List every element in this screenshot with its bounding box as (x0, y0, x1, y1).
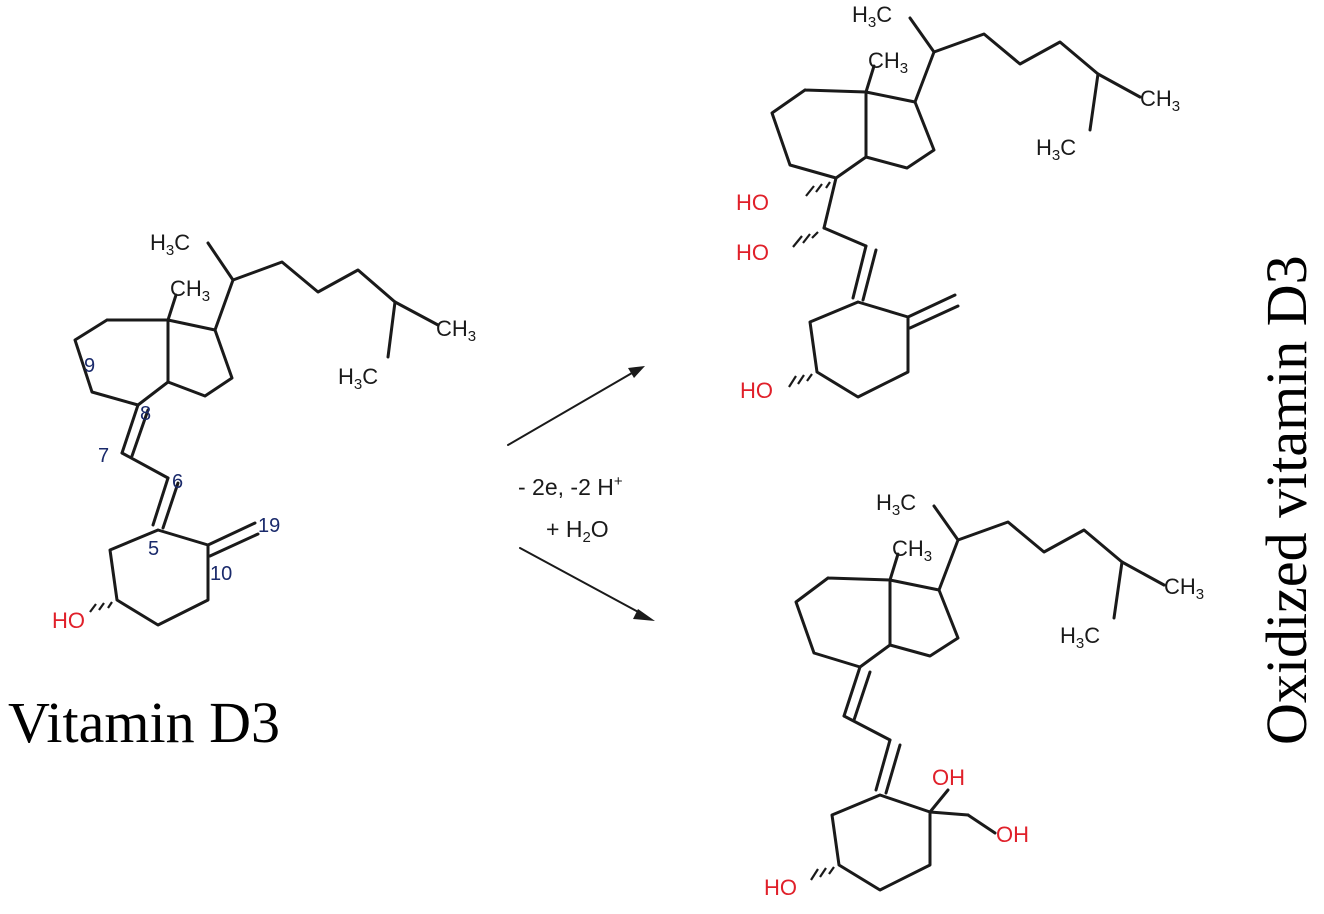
atom-number-6: 6 (172, 471, 183, 493)
ch3-angular-label: CH3 (868, 48, 908, 77)
h3c-bottom-label: H3C (338, 364, 378, 393)
conditions-line1: - 2e, -2 H+ (518, 473, 623, 500)
h3c-label: H3C (150, 230, 190, 259)
conditions-line2: + H2O (546, 516, 609, 546)
atom-number-10: 10 (210, 563, 232, 585)
oh-label-1: OH (932, 765, 965, 790)
reaction-arrows (507, 366, 655, 621)
atom-number-5: 5 (148, 538, 159, 560)
stereo-hash-bond (89, 601, 113, 613)
atom-number-19: 19 (258, 515, 280, 537)
ch3-label: CH3 (436, 316, 476, 345)
oxidized-vitamin-d3-caption: Oxidized vitamin D3 (1254, 255, 1319, 745)
atom-number-7: 7 (98, 445, 109, 467)
product-top-structure: H3C CH3 CH3 H3C HO HO HO (736, 2, 1180, 403)
ch3-angular-label: CH3 (170, 276, 210, 305)
atom-number-8: 8 (140, 403, 151, 425)
arrow-head-down-icon (633, 609, 655, 621)
ch3-angular-label: CH3 (892, 536, 932, 565)
vitamin-d3-structure: H3C CH3 CH3 H3C HO 9 8 7 6 19 5 10 Vitam… (8, 230, 476, 755)
arrow-head-up-icon (628, 366, 645, 378)
h3c-label: H3C (852, 2, 892, 31)
ho-label: HO (764, 875, 797, 900)
atom-number-9: 9 (84, 355, 95, 377)
oh-label-2: OH (996, 822, 1029, 847)
ch3-label: CH3 (1164, 574, 1204, 603)
h3c-bottom-label: H3C (1060, 623, 1100, 652)
h3c-bottom-label: H3C (1036, 135, 1076, 164)
ho-label: HO (52, 608, 85, 633)
vitamin-d3-caption: Vitamin D3 (8, 690, 280, 755)
ch3-label: CH3 (1140, 86, 1180, 115)
ho-label-2: HO (736, 240, 769, 265)
product-bottom-structure: H3C CH3 CH3 H3C OH OH HO (764, 490, 1204, 900)
ho-label-3: HO (740, 378, 773, 403)
ho-label-1: HO (736, 190, 769, 215)
h3c-label: H3C (876, 490, 916, 519)
